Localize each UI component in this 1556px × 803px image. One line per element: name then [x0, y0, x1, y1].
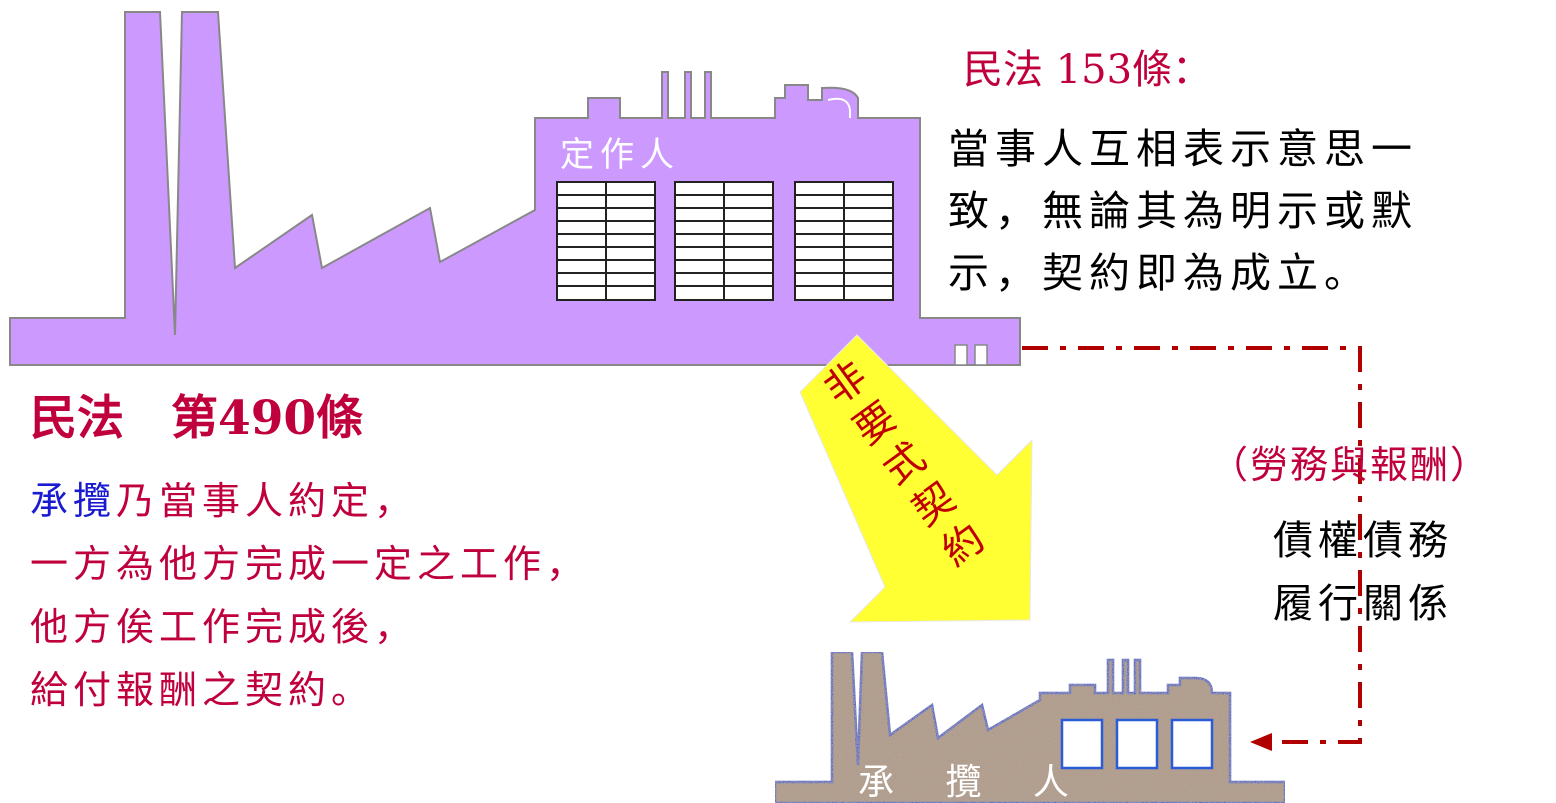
article-153-line: 當事人互相表示意思一: [948, 125, 1418, 173]
article-153-line: 示，契約即為成立。: [948, 249, 1371, 297]
article-490-line-rest: 乃當事人約定，: [116, 479, 418, 523]
contractor-window: [1170, 718, 1214, 770]
article-490-text: 承攬乃當事人約定， 一方為他方完成一定之工作， 他方俟工作完成後， 給付報酬之契…: [30, 470, 589, 722]
owner-label: 定作人: [560, 135, 680, 175]
contractor-window: [1060, 718, 1104, 770]
connector-arrowhead: [1250, 733, 1272, 751]
relationship-line: 債權債務: [1273, 518, 1453, 564]
article-153-line: 致，無論其為明示或默: [948, 187, 1418, 235]
article-490-line: 一方為他方完成一定之工作，: [30, 542, 590, 586]
article-490-line: 給付報酬之契約。: [30, 668, 375, 712]
owner-window-left: [556, 181, 656, 301]
contract-arrow: [799, 334, 1033, 623]
relationship-label: （勞務與報酬）: [1210, 443, 1491, 487]
article-490-title: 民法 第490條: [30, 391, 364, 446]
owner-window-middle: [674, 181, 774, 301]
relationship-line: 履行關係: [1273, 581, 1453, 627]
contractor-window: [1115, 718, 1159, 770]
owner-vent: [954, 344, 968, 366]
article-153-text: 當事人互相表示意思一 致，無論其為明示或默 示，契約即為成立。: [948, 118, 1418, 304]
obligation-connector: [1022, 346, 1362, 744]
article-490-line: 他方俟工作完成後，: [30, 605, 418, 649]
contract-keyword: 承攬: [30, 479, 117, 523]
pipe-highlight: [827, 97, 851, 118]
owner-window-right: [794, 181, 894, 301]
owner-vent: [974, 344, 988, 366]
article-490-line: 承攬乃當事人約定，: [30, 470, 589, 533]
contractor-factory: [773, 650, 1287, 803]
contractor-label: 承 攬 人: [858, 762, 1089, 803]
article-153-title: 民法 153條：: [963, 47, 1213, 93]
owner-factory: [9, 11, 1021, 366]
relationship-text: 債權債務 履行關係: [1273, 510, 1453, 636]
